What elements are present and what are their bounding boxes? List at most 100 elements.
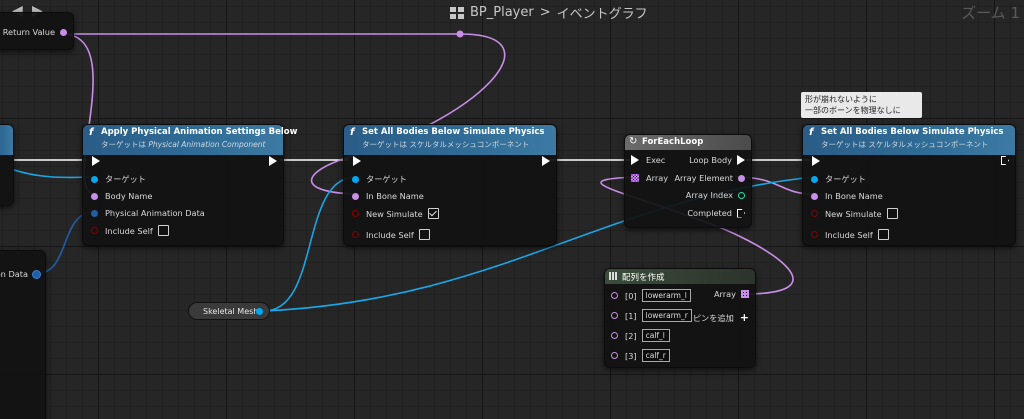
exec-pin-icon[interactable] [631, 155, 639, 165]
name-pin-icon[interactable] [611, 292, 618, 299]
exec-out-pin[interactable] [542, 156, 550, 166]
exec-pin-icon[interactable] [737, 208, 745, 218]
reroute-node[interactable] [456, 30, 464, 38]
pin-label: Completed [687, 208, 732, 218]
array-item-pin[interactable]: [3]calf_r [611, 349, 670, 362]
array-item-pin[interactable]: [2] calf_l [611, 329, 670, 342]
bool-pin-icon[interactable] [811, 210, 818, 217]
pin-label: Array Element [674, 173, 733, 183]
exec-in-pin[interactable] [353, 156, 361, 166]
object-pin-icon[interactable] [256, 308, 263, 315]
function-icon: f [89, 127, 94, 138]
new-simulate-checkbox[interactable] [886, 208, 898, 219]
make-array-node[interactable]: 配列を作成 [0]lowerarm_l [1] lowerarm_r [2] cal… [604, 268, 756, 368]
bone-name-field[interactable]: calf_r [641, 349, 670, 362]
pin-label: Array [646, 173, 669, 183]
name-pin-icon[interactable] [811, 192, 818, 200]
in-bone-name-pin[interactable]: In Bone Name [352, 191, 424, 201]
return-node[interactable]: Return Value [0, 12, 74, 50]
new-simulate-pin[interactable]: New Simulate [811, 208, 898, 219]
bone-name-field[interactable]: calf_l [641, 329, 670, 342]
array-pin-icon[interactable] [741, 290, 749, 298]
bool-pin-icon[interactable] [352, 210, 359, 217]
name-pin-icon[interactable] [352, 192, 359, 200]
pin-label: Exec [646, 155, 666, 165]
breadcrumb-separator: > [539, 5, 551, 20]
array-item-pin[interactable]: [0]lowerarm_l [611, 289, 691, 302]
object-pin-icon[interactable] [91, 175, 98, 183]
bone-name-field[interactable]: lowerarm_l [641, 289, 691, 302]
include-self-checkbox[interactable] [418, 229, 430, 240]
target-pin[interactable]: ターゲット [811, 173, 866, 185]
physical-animation-data-pin[interactable]: Physical Animation Data [91, 208, 205, 218]
bool-pin-icon[interactable] [91, 227, 98, 234]
name-pin-icon[interactable] [738, 174, 745, 182]
target-pin[interactable]: ターゲット [91, 173, 146, 185]
in-bone-name-pin[interactable]: In Bone Name [811, 191, 883, 201]
struct-pin-icon[interactable] [91, 209, 98, 217]
target-pin[interactable]: ターゲット [352, 173, 407, 185]
pin-index: [1] [625, 310, 637, 321]
node-header: 配列を作成 [605, 269, 755, 284]
subtitle-prefix: ターゲットは [101, 140, 146, 149]
loop-body-pin[interactable]: Loop Body [689, 155, 745, 165]
forward-button[interactable]: ▶ [32, 3, 43, 19]
node-title: Set All Bodies Below Simulate Physics [821, 127, 1004, 137]
bool-pin-icon[interactable] [352, 231, 359, 238]
offscreen-node[interactable] [0, 124, 14, 206]
include-self-checkbox[interactable] [157, 225, 169, 236]
exec-out-pin[interactable] [269, 156, 277, 166]
name-pin-icon[interactable] [60, 28, 67, 36]
comment-line: 一部のボーンを物理なしに [805, 106, 901, 115]
name-pin-icon[interactable] [611, 312, 618, 319]
exec-in-pin[interactable] [92, 156, 100, 166]
add-pin-button[interactable]: ピンを追加+ [693, 311, 749, 324]
object-pin-icon[interactable] [811, 175, 818, 183]
set-all-bodies-simulate-node-1[interactable]: f Set All Bodies Below Simulate Physics … [343, 124, 557, 246]
array-pin-icon[interactable] [631, 174, 639, 182]
include-self-pin[interactable]: Include Self [352, 229, 430, 240]
breadcrumb-asset[interactable]: BP_Player [470, 5, 534, 20]
array-element-pin[interactable]: Array Element [674, 173, 745, 183]
include-self-pin[interactable]: Include Self [91, 225, 169, 236]
bone-name-field[interactable]: lowerarm_r [641, 309, 692, 322]
bool-pin-icon[interactable] [811, 231, 818, 238]
array-index-pin[interactable]: Array Index [686, 190, 745, 200]
exec-in-pin[interactable]: Exec [631, 155, 665, 165]
data-source-node[interactable]: on Data [0, 250, 46, 419]
apply-physical-animation-node[interactable]: f Apply Physical Animation Settings Belo… [82, 124, 298, 246]
int-pin-icon[interactable] [738, 191, 745, 199]
pin-label: New Simulate [366, 208, 423, 219]
exec-pin-icon[interactable] [737, 155, 745, 165]
exec-in-pin[interactable] [812, 156, 820, 166]
array-in-pin[interactable]: Array [631, 173, 668, 183]
comment-bubble[interactable]: 形が崩れないように 一部のボーンを物理なしに [801, 92, 922, 118]
include-self-pin[interactable]: Include Self [811, 229, 889, 240]
array-item-pin[interactable]: [1] lowerarm_r [611, 309, 692, 322]
foreach-loop-node[interactable]: ↻ ForEachLoop Exec Array Loop Body Array… [624, 134, 752, 228]
object-pin-icon[interactable] [352, 175, 359, 183]
completed-pin[interactable]: Completed [687, 208, 745, 218]
variable-label: Skeletal Mesh [203, 306, 259, 316]
name-pin-icon[interactable] [91, 192, 98, 200]
set-all-bodies-simulate-node-2[interactable]: f Set All Bodies Below Simulate Physics … [802, 124, 1016, 246]
exec-out-pin[interactable] [1001, 156, 1009, 165]
make-array-icon [609, 272, 617, 280]
name-pin-icon[interactable] [611, 352, 618, 359]
struct-pin-icon[interactable] [32, 269, 41, 279]
skeletal-mesh-variable-node[interactable]: Skeletal Mesh [188, 302, 270, 320]
data-output-pin[interactable]: on Data [0, 269, 41, 279]
back-button[interactable]: ◀ [12, 3, 23, 19]
pin-label: Include Self [366, 229, 414, 240]
new-simulate-checkbox[interactable] [427, 208, 439, 219]
new-simulate-pin[interactable]: New Simulate [352, 208, 439, 219]
pin-index: [2] [625, 330, 637, 341]
name-pin-icon[interactable] [611, 332, 618, 339]
breadcrumb-graph: イベントグラフ [556, 7, 648, 22]
loop-icon: ↻ [629, 136, 638, 147]
body-name-pin[interactable]: Body Name [91, 191, 152, 201]
array-out-pin[interactable]: Array [714, 289, 749, 299]
include-self-checkbox[interactable] [877, 229, 889, 240]
return-value-pin[interactable]: Return Value [3, 27, 67, 37]
